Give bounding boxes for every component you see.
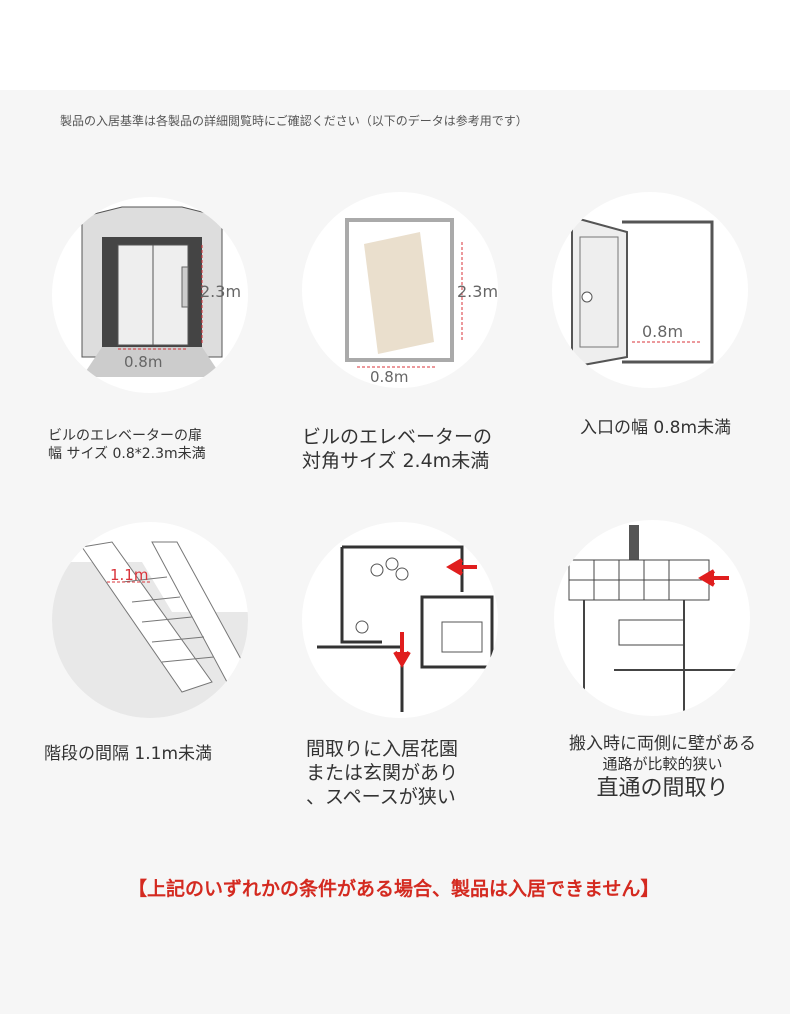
width-dimension: 0.8m: [124, 353, 162, 371]
caption-elevator-door: ビルのエレベーターの扉幅 サイズ 0.8*2.3m未満: [48, 428, 206, 462]
caption-corridor: 搬入時に両側に壁がある通路が比較的狭い直通の間取り: [569, 734, 756, 801]
height-dimension: 2.3m: [457, 282, 498, 301]
caption-elevator-diagonal: ビルのエレベーターの対角サイズ 2.4m未満: [302, 426, 493, 472]
elevator-diagonal-illustration: 0.8m 2.3m: [302, 192, 498, 388]
caption-stairs: 階段の間隔 1.1m未満: [44, 744, 212, 764]
stairs-illustration: 1.1m: [52, 522, 248, 718]
width-dimension: 1.1m: [110, 566, 148, 584]
floor-plan-illustration: [302, 522, 498, 718]
entrance-door-illustration: 0.8m: [552, 192, 748, 388]
top-band: [0, 0, 790, 90]
caption-entrance: 入口の幅 0.8m未満: [580, 418, 731, 438]
caption-floor-plan: 間取りに入居花園または玄関があり、スペースが狭い: [306, 738, 459, 808]
warning-text: 【上記のいずれかの条件がある場合、製品は入居できません】: [128, 878, 660, 900]
width-dimension: 0.8m: [642, 322, 683, 341]
height-dimension: 2.3m: [200, 282, 241, 301]
corridor-illustration: [554, 520, 750, 716]
reference-note: 製品の入居基準は各製品の詳細閲覧時にご確認ください（以下のデータは参考用です）: [60, 114, 528, 128]
elevator-door-illustration: 0.8m 2.3m: [52, 197, 248, 393]
width-dimension: 0.8m: [370, 368, 408, 386]
